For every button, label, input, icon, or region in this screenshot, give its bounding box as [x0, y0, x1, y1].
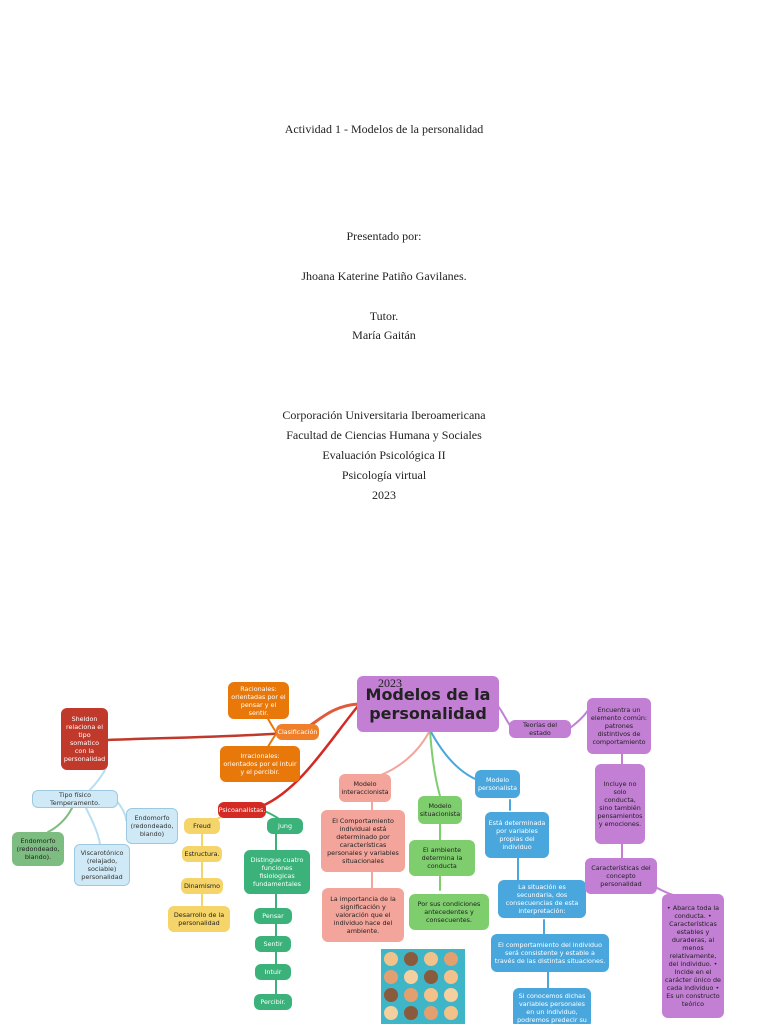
node-sentir: Sentir [255, 936, 291, 952]
node-racionales: Racionales: orientadas por el pensar y e… [228, 682, 289, 719]
node-personalista: Modelo personalista [475, 770, 520, 798]
document-title: Actividad 1 - Modelos de la personalidad [284, 122, 484, 136]
node-irracionales: Irracionales: orientados por el intuir y… [220, 746, 300, 782]
year: 2023 [372, 488, 396, 502]
node-tipo-fisico: Tipo físico Temperamento. [32, 790, 118, 808]
author-name: Jhoana Katerine Patiño Gavilanes. [301, 269, 467, 283]
node-encuentra: Encuentra un elemento común: patrones di… [587, 698, 651, 754]
tutor-label: Tutor. [369, 309, 399, 323]
node-pers-2: La situación es secundaria, dos consecue… [498, 880, 586, 918]
node-pers-4: Si conocemos dichas variables personales… [513, 988, 591, 1024]
central-topic-node: Modelos de la personalidad [357, 676, 499, 732]
node-funciones: Distingue cuatro funciones fisiologicas … [244, 850, 310, 894]
node-endomorfo-right: Endomorfo (redondeado, blando) [126, 808, 178, 844]
node-caracteristicas: Características del concepto personalida… [585, 858, 657, 894]
node-psicoanalistas: Psicoanalistas. [218, 802, 266, 818]
node-sheldon: Sheldon relaciona el tipo somatico con l… [61, 708, 108, 770]
central-topic-label: Modelos de la personalidad [365, 685, 491, 723]
node-endomorfo-left: Endomorfo (redondeado, blando). [12, 832, 64, 866]
mind-map: Modelos de la personalidad 2023 Racional… [0, 660, 768, 1024]
faculty-name: Facultad de Ciencias Humana y Sociales [286, 428, 482, 442]
year-overlay: 2023 [378, 676, 402, 690]
course-name: Evaluación Psicológica II [322, 448, 446, 462]
node-pers-3: El comportamiento del individuo será con… [491, 934, 609, 972]
node-interaccionista: Modelo interaccionista [339, 774, 391, 802]
institution-name: Corporación Universitaria Iberoamericana [282, 408, 486, 422]
node-inter-2: La importancia de la significación y val… [322, 888, 404, 942]
node-sit-2: Por sus condiciones antecedentes y conse… [409, 894, 489, 930]
node-situacionista: Modelo situacionista [418, 796, 462, 824]
presented-by-label: Presentado por: [346, 229, 422, 243]
node-sit-1: El ambiente determina la conducta [409, 840, 475, 876]
faces-illustration [381, 949, 465, 1024]
tutor-name: María Gaitán [352, 328, 416, 342]
node-inter-1: El Comportamiento individual está determ… [321, 810, 405, 872]
node-pers-1: Está determinada por variables propias d… [485, 812, 549, 858]
node-estructura: Estructura. [182, 846, 222, 862]
node-abarca: • Abarca toda la conducta. • Característ… [662, 894, 724, 1018]
node-percibir: Percibir. [254, 994, 292, 1010]
node-intuir: Intuir [255, 964, 291, 980]
node-pensar: Pensar [254, 908, 292, 924]
node-incluye: Incluye no solo conducta, sino también p… [595, 764, 645, 844]
program-name: Psicología virtual [341, 468, 427, 482]
node-clasificacion: Clasificación [276, 724, 319, 740]
node-viscerotonico: Viscarotónico (relajado, sociable) perso… [74, 844, 130, 886]
node-freud: Freud [184, 818, 220, 834]
node-teorias: Teorías del estado [509, 720, 571, 738]
node-desarrollo: Desarrollo de la personalidad [168, 906, 230, 932]
node-jung: Jung [267, 818, 303, 834]
node-dinamismo: Dinamismo [181, 878, 223, 894]
